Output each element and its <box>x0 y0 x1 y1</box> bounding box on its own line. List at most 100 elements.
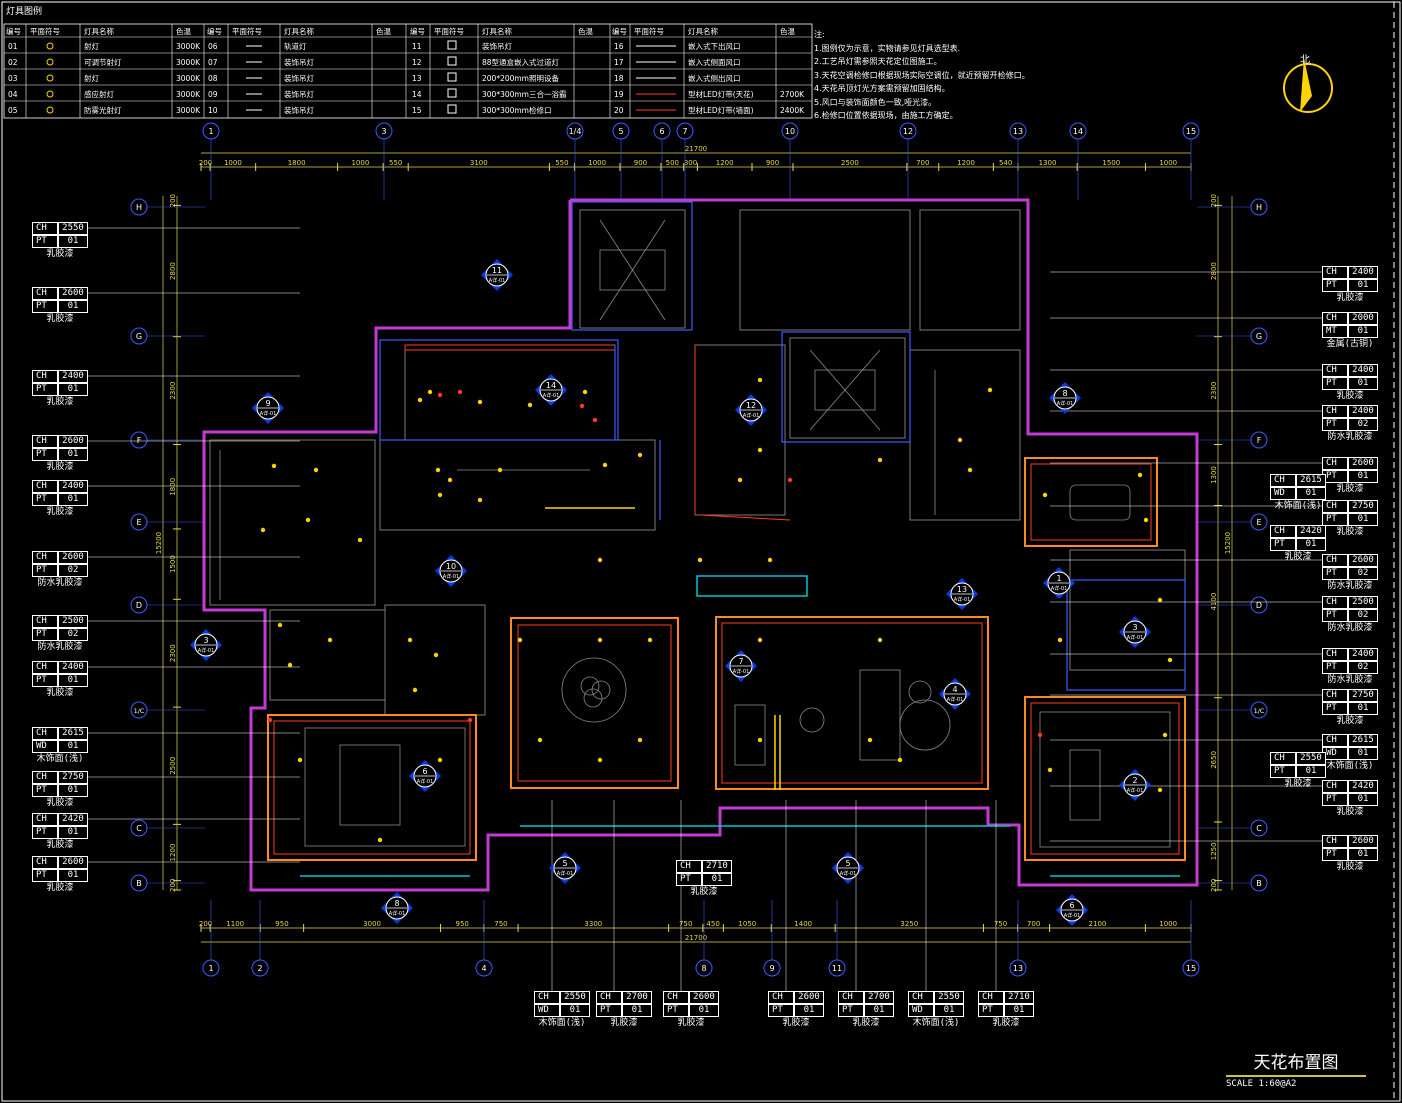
tag-finish: 木饰面(浅) <box>1274 501 1322 511</box>
tag-height: 2400 <box>58 480 88 493</box>
dimension-text: 550 <box>389 159 402 167</box>
dimension-text: 1000 <box>351 159 369 167</box>
grid-label: 13 <box>1013 127 1023 136</box>
dimension-text: 700 <box>916 159 929 167</box>
tag-code: CH <box>1270 525 1296 538</box>
legend-cell: 射灯 <box>84 41 99 51</box>
tag-material: PT <box>1322 609 1348 622</box>
downlight-icon <box>271 463 277 469</box>
downlight-icon <box>527 402 533 408</box>
tag-material-no: 01 <box>58 383 88 396</box>
leader-lines <box>78 227 1322 991</box>
tag-code: CH <box>32 727 58 740</box>
note-item: 6.检修口位置依据现场，由施工方确定。 <box>814 111 958 120</box>
downlight-icon <box>637 737 643 743</box>
led-strips <box>300 575 1180 877</box>
tag-material-no: 01 <box>1348 377 1378 390</box>
tag-code: CH <box>534 991 560 1004</box>
grid-label: C <box>1256 824 1262 833</box>
legend-symbol-icon <box>447 40 457 50</box>
legend-cell: 04 <box>8 90 18 99</box>
downlight-red-icon <box>437 392 443 398</box>
tag-height: 2600 <box>1348 457 1378 470</box>
tag-code: CH <box>32 771 58 784</box>
legend-cell: 13 <box>412 74 422 83</box>
dimension-text: 1250 <box>1210 842 1218 860</box>
dimension-text: 1300 <box>1039 159 1057 167</box>
dimension-text: 550 <box>555 159 568 167</box>
legend-header-cell: 灯具名称 <box>482 26 512 36</box>
downlight-icon <box>877 457 883 463</box>
tag-finish: 乳胶漆 <box>46 840 74 850</box>
marker-number: 10 <box>446 562 456 571</box>
downlight-red-icon <box>457 389 463 395</box>
section-marker-icon: 5A详-01 <box>549 852 581 884</box>
tag-code: CH <box>32 551 58 564</box>
dimension-text: 200 <box>1210 879 1218 892</box>
tag-material: PT <box>1322 513 1348 526</box>
tag-height: 2420 <box>1348 780 1378 793</box>
tag-material-no: 01 <box>702 873 732 886</box>
downlight-icon <box>1143 517 1149 523</box>
downlight-icon <box>427 389 433 395</box>
dimension-text: 700 <box>1027 920 1040 928</box>
dimension-text: 2300 <box>169 382 177 400</box>
tag-finish: 乳胶漆 <box>46 798 74 808</box>
legend-cell: 轨道灯 <box>284 41 307 51</box>
legend-cell: 防雾光射灯 <box>84 105 122 115</box>
marker-number: 8 <box>1062 389 1067 398</box>
downlight-icon <box>582 389 588 395</box>
downlight-icon <box>1157 597 1163 603</box>
downlight-red-icon <box>592 417 598 423</box>
tag-height: 2500 <box>58 615 88 628</box>
tag-code: CH <box>1322 554 1348 567</box>
downlight-icon <box>647 637 653 643</box>
dimension-text: 200 <box>1210 194 1218 207</box>
section-marker-icon: 1A详-01 <box>1043 567 1075 599</box>
grid-label: 7 <box>682 127 687 136</box>
tag-material-no: 01 <box>622 1004 652 1017</box>
tag-material-no: 01 <box>58 740 88 753</box>
grid-bubble <box>899 122 917 140</box>
tag-finish: 防水乳胶漆 <box>37 642 83 652</box>
marker-number: 13 <box>957 585 967 594</box>
downlight-icon <box>597 557 603 563</box>
grid-label: B <box>136 879 142 888</box>
tag-height: 2750 <box>58 771 88 784</box>
tag-code: CH <box>1322 405 1348 418</box>
tag-material-no: 01 <box>58 493 88 506</box>
downlight-icon <box>407 637 413 643</box>
grid-bubble <box>828 959 846 977</box>
tag-finish: 防水乳胶漆 <box>37 578 83 588</box>
tag-finish: 防水乳胶漆 <box>1327 623 1373 633</box>
tag-material-no: 01 <box>58 869 88 882</box>
tag-height: 2000 <box>1348 312 1378 325</box>
dimension-text: 200 <box>199 920 212 928</box>
tag-height: 2600 <box>1348 835 1378 848</box>
grid-label: 13 <box>1013 964 1023 973</box>
tag-code: CH <box>1270 474 1296 487</box>
legend-cell: 03 <box>8 74 18 83</box>
downlight-icon <box>517 637 523 643</box>
legend-header-cell: 编号 <box>207 26 222 36</box>
legend-cell: 型材LED灯带(墙面) <box>688 105 754 115</box>
tag-material-no: 01 <box>934 1004 964 1017</box>
tag-material-no: 02 <box>58 564 88 577</box>
downlight-icon <box>477 399 483 405</box>
tag-finish: 乳胶漆 <box>46 462 74 472</box>
marker-number: 14 <box>546 381 556 390</box>
grid-bubble <box>1009 959 1027 977</box>
tag-height: 2420 <box>1296 525 1326 538</box>
marker-number: 3 <box>203 636 208 645</box>
tag-material: PT <box>676 873 702 886</box>
